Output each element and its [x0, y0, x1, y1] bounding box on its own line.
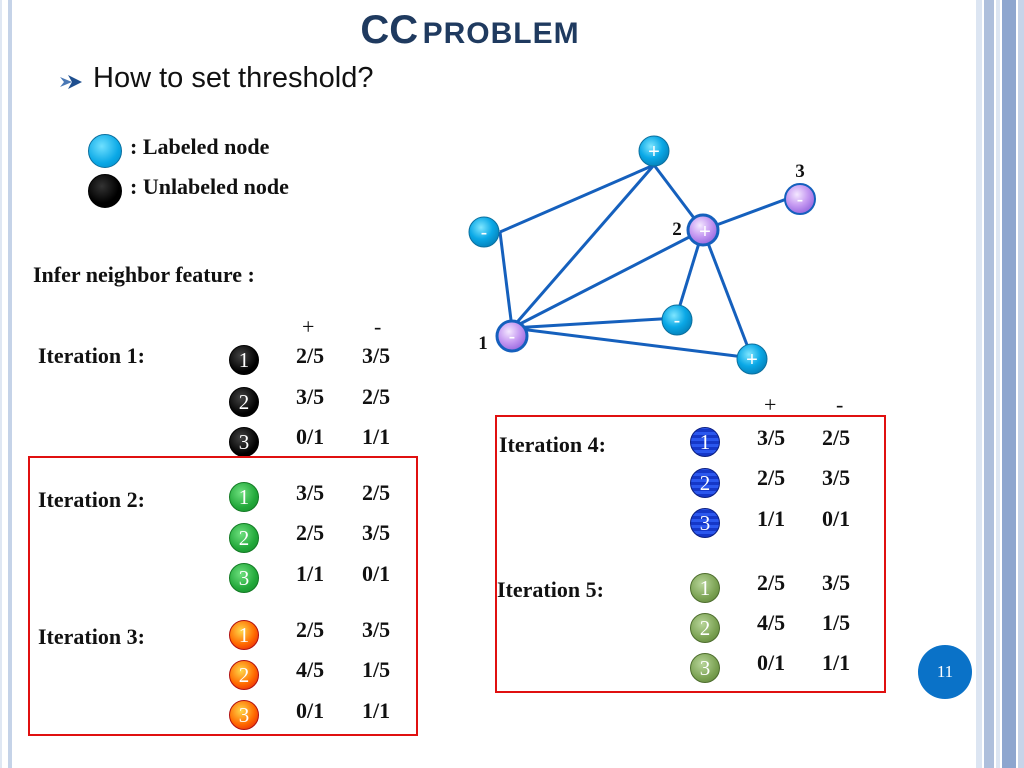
iter2-row3-plus: 1/1: [296, 561, 325, 586]
graph-node-bottom: +: [736, 343, 768, 375]
iter5-row1-minus: 3/5: [822, 570, 851, 595]
iter3-node-3: 3: [229, 700, 259, 730]
iter5-row1-plus: 2/5: [757, 570, 786, 595]
bullet-text: How to set threshold?: [93, 62, 374, 94]
edge-left-n1: [498, 231, 514, 329]
iter4-node-2: 2: [690, 468, 720, 498]
iter3-node-2: 2: [229, 660, 259, 690]
iter5-row2-minus: 1/5: [822, 610, 851, 635]
iter5-row3-minus: 1/1: [822, 650, 851, 675]
iter5-node-3: 3: [690, 653, 720, 683]
iter4-row1-minus: 2/5: [822, 425, 851, 450]
iter3-row1-minus: 3/5: [362, 617, 391, 642]
iter3-row2-plus: 4/5: [296, 657, 325, 682]
highlight-box-left: [28, 456, 418, 736]
iter4-row3-plus: 1/1: [757, 506, 786, 531]
node-2-sign: +: [699, 221, 711, 243]
iteration-4-label: Iteration 4:: [499, 432, 606, 457]
edge-n2-n1: [511, 228, 704, 330]
edge-top-n1: [510, 164, 656, 329]
node-2-number: 2: [672, 219, 682, 240]
legend-labeled-text: : Labeled node: [130, 134, 270, 159]
iter1-row2-plus: 3/5: [296, 384, 325, 409]
header-plus-right: +: [764, 392, 777, 417]
graph-node-1: - 1: [478, 319, 529, 354]
iter4-row2-plus: 2/5: [757, 465, 786, 490]
left-frame-line: [8, 0, 12, 768]
right-stripes: [976, 0, 1024, 768]
iter1-row1-minus: 3/5: [362, 343, 391, 368]
iter3-row3-plus: 0/1: [296, 698, 325, 723]
node-bottom-sign: +: [746, 349, 758, 371]
iter3-row2-minus: 1/5: [362, 657, 391, 682]
header-plus-left: +: [302, 314, 315, 339]
graph-node-3: - 3: [784, 161, 816, 215]
iter4-row2-minus: 3/5: [822, 465, 851, 490]
iter1-node-2: 2: [229, 387, 259, 417]
iter2-row2-plus: 2/5: [296, 520, 325, 545]
iter4-node-1: 1: [690, 427, 720, 457]
iter5-row3-plus: 0/1: [757, 650, 786, 675]
node-left-sign: -: [481, 222, 488, 244]
node-3-number: 3: [795, 161, 805, 182]
iter3-row3-minus: 1/1: [362, 698, 391, 723]
iter4-row1-plus: 3/5: [757, 425, 786, 450]
edge-n2-bottom: [701, 229, 754, 359]
iter2-row2-minus: 3/5: [362, 520, 391, 545]
edge-n2-n3: [702, 192, 801, 232]
iter2-node-2: 2: [229, 523, 259, 553]
iter1-row1-plus: 2/5: [296, 343, 325, 368]
header-minus-right: -: [836, 392, 844, 417]
labeled-node-legend-icon: [88, 134, 122, 168]
iter2-row1-minus: 2/5: [362, 480, 391, 505]
iter5-row2-plus: 4/5: [757, 610, 786, 635]
infer-neighbor-label: Infer neighbor feature :: [33, 262, 255, 287]
iter3-node-1: 1: [229, 620, 259, 650]
iter2-node-1: 1: [229, 482, 259, 512]
node-top-sign: +: [648, 141, 660, 163]
unlabeled-node-legend-icon: [88, 174, 122, 208]
edge-top-left: [499, 163, 655, 234]
left-frame-line-outer: [0, 0, 2, 768]
iter1-node-1: 1: [229, 345, 259, 375]
edge-n1-mid: [511, 316, 678, 330]
iteration-5-label: Iteration 5:: [497, 577, 604, 602]
legend-unlabeled-text: : Unlabeled node: [130, 174, 289, 199]
highlight-box-right: [495, 415, 886, 693]
iter1-row3-minus: 1/1: [362, 424, 391, 449]
iter1-row3-plus: 0/1: [296, 424, 325, 449]
iter1-node-3: 3: [229, 427, 259, 457]
title-problem: PROBLEM: [422, 17, 580, 50]
graph-node-left: -: [468, 216, 500, 248]
graph-node-top: +: [638, 135, 670, 167]
node-1-sign: -: [509, 326, 516, 348]
iter5-node-2: 2: [690, 613, 720, 643]
node-1-number: 1: [478, 333, 488, 354]
iter4-node-3: 3: [690, 508, 720, 538]
iter3-row1-plus: 2/5: [296, 617, 325, 642]
graph-node-mid: -: [661, 304, 693, 336]
title-cc: CC: [360, 8, 419, 52]
iter1-row2-minus: 2/5: [362, 384, 391, 409]
page-number-badge: 11: [918, 645, 972, 699]
header-minus-left: -: [374, 314, 382, 339]
node-3-sign: -: [797, 189, 804, 211]
iter2-row3-minus: 0/1: [362, 561, 391, 586]
iteration-3-label: Iteration 3:: [38, 624, 145, 649]
iteration-2-label: Iteration 2:: [38, 487, 145, 512]
iter5-node-1: 1: [690, 573, 720, 603]
edge-n1-bottom: [511, 326, 753, 360]
iteration-1-label: Iteration 1:: [38, 343, 145, 368]
slide-title: CC PROBLEM: [0, 8, 940, 53]
node-mid-sign: -: [674, 310, 681, 332]
iter4-row3-minus: 0/1: [822, 506, 851, 531]
graph-edges: [498, 163, 801, 360]
bullet-arrow-icon: [60, 75, 82, 89]
iter2-row1-plus: 3/5: [296, 480, 325, 505]
iter2-node-3: 3: [229, 563, 259, 593]
graph-node-2: + 2: [672, 213, 720, 247]
